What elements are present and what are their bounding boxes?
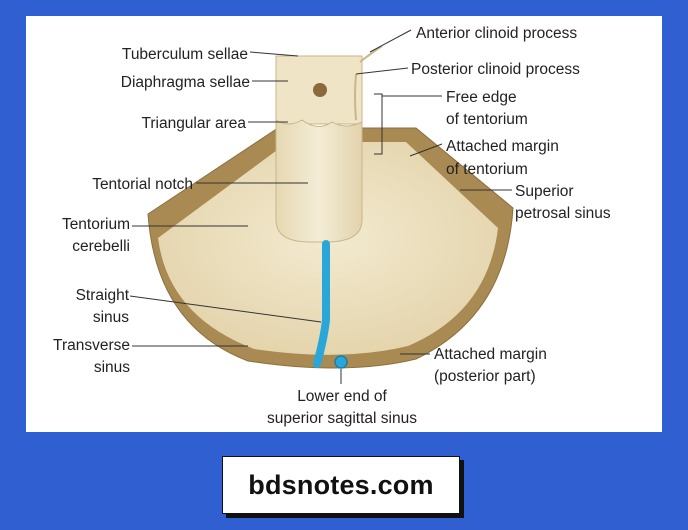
tentorium-diagram: Tuberculum sellae Diaphragma sellae Tria… [53, 25, 611, 427]
label-attached-margin-line2: of tentorium [446, 161, 528, 178]
label-straight-sinus-line1: Straight [76, 287, 130, 304]
diagram-panel: Tuberculum sellae Diaphragma sellae Tria… [26, 16, 662, 432]
label-anterior-clinoid: Anterior clinoid process [416, 25, 577, 42]
label-lower-end-line2: superior sagittal sinus [267, 410, 417, 427]
site-watermark-box: bdsnotes.com [222, 456, 460, 514]
label-free-edge-line2: of tentorium [446, 111, 528, 128]
superior-sagittal-sinus-end [334, 355, 348, 369]
label-transverse-sinus-line2: sinus [94, 359, 130, 376]
label-straight-sinus-line2: sinus [93, 309, 129, 326]
label-superior-petrosal-line2: petrosal sinus [515, 205, 611, 222]
anterior-clinoid-process [359, 45, 383, 63]
leader-tuberculum [249, 51, 299, 57]
straight-sinus [313, 240, 330, 368]
label-superior-petrosal-line1: Superior [515, 183, 574, 200]
leader-straight [129, 295, 322, 323]
label-tuberculum-sellae: Tuberculum sellae [122, 46, 248, 63]
label-free-edge-line1: Free edge [446, 89, 517, 106]
infundibulum-opening [313, 83, 327, 97]
label-transverse-sinus-line1: Transverse [53, 337, 130, 354]
label-attached-posterior-line1: Attached margin [434, 346, 547, 363]
label-lower-end-line1: Lower end of [297, 388, 387, 405]
posterior-clinoid-process [354, 73, 357, 121]
label-attached-posterior-line2: (posterior part) [434, 368, 536, 385]
label-attached-margin-line1: Attached margin [446, 138, 559, 155]
leader-free-edge-bracket [374, 93, 383, 155]
label-triangular-area: Triangular area [141, 115, 246, 132]
leader-attached-margin [409, 143, 443, 157]
label-tentorial-notch: Tentorial notch [92, 176, 193, 193]
tentorial-notch [275, 119, 363, 243]
leader-posterior-clinoid [355, 67, 409, 75]
leader-anterior-clinoid [369, 29, 412, 53]
site-watermark-text: bdsnotes.com [248, 469, 434, 500]
label-diaphragma-sellae: Diaphragma sellae [121, 74, 250, 91]
label-posterior-clinoid: Posterior clinoid process [411, 61, 580, 78]
label-tentorium-line1: Tentorium [62, 216, 130, 233]
label-tentorium-line2: cerebelli [72, 238, 130, 255]
